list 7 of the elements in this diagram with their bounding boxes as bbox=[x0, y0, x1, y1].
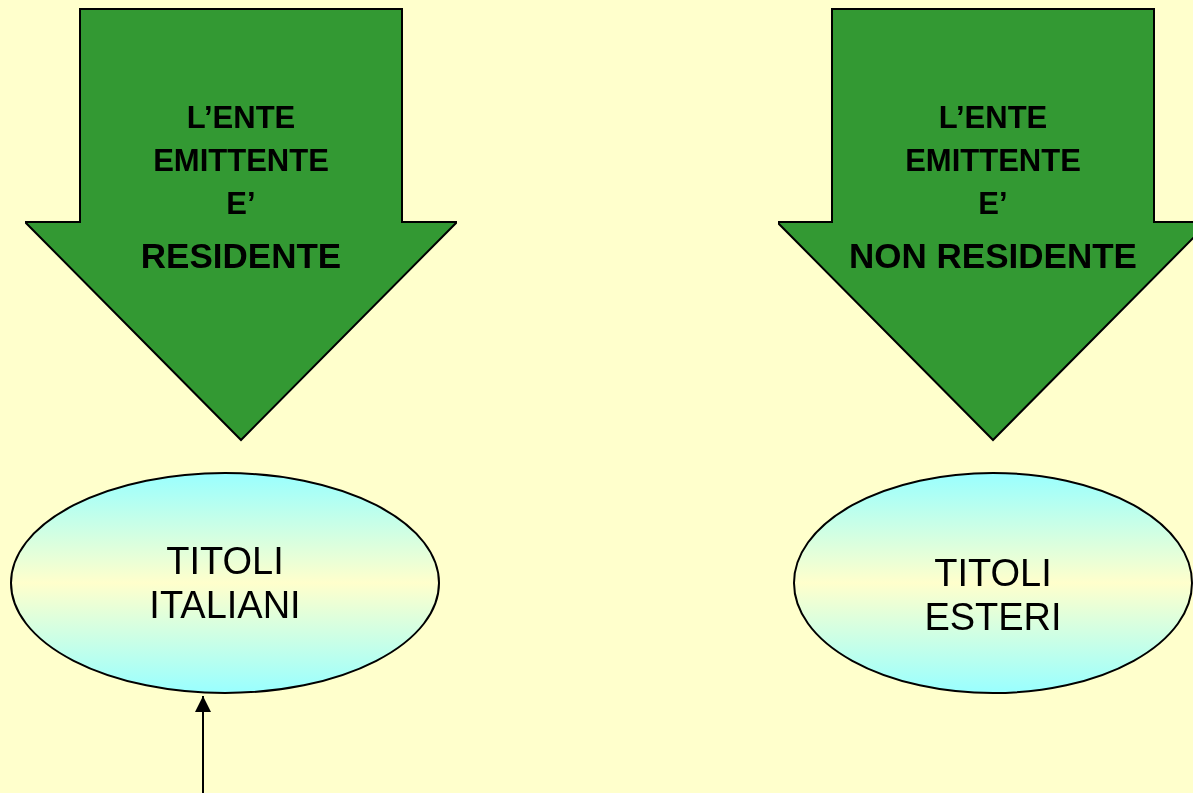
arrow-label: L’ENTE EMITTENTE E’ bbox=[153, 99, 329, 223]
ellipse-label: TITOLI ITALIANI bbox=[149, 539, 301, 627]
arrow-label: RESIDENTE bbox=[140, 236, 342, 276]
ellipse-label: TITOLI ESTERI bbox=[924, 551, 1062, 639]
arrow-label: NON RESIDENTE bbox=[849, 236, 1137, 276]
arrow bbox=[195, 695, 211, 793]
arrow-label: L’ENTE EMITTENTE E’ bbox=[905, 99, 1081, 223]
